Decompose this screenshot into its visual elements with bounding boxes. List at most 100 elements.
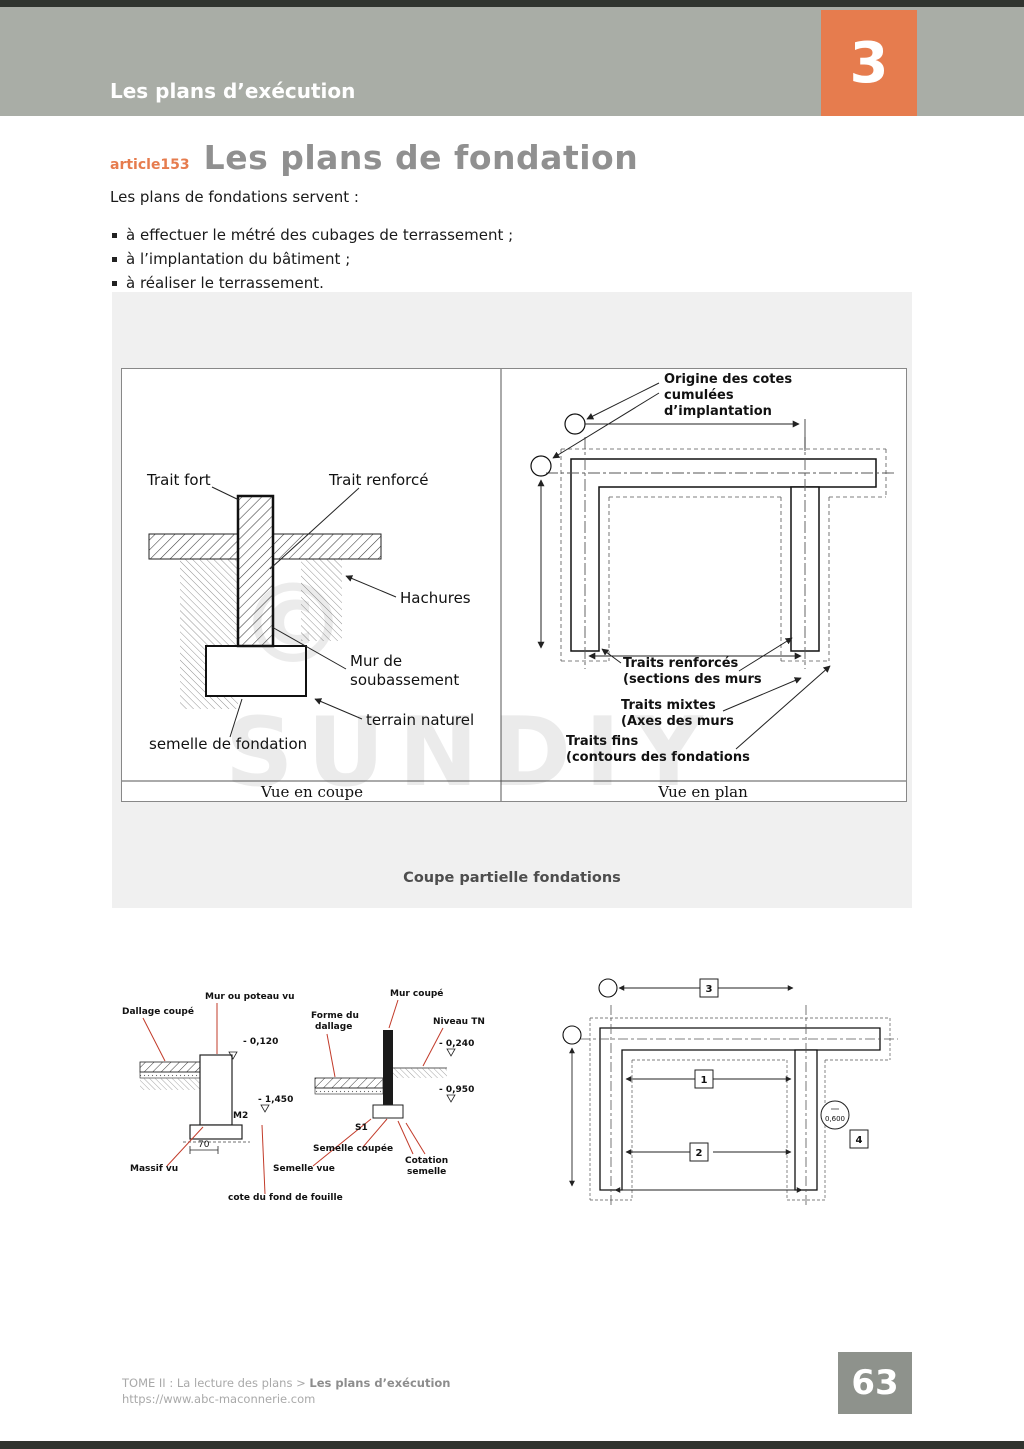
label-trait-fort: Trait fort (146, 471, 211, 489)
label-dallage-coupe: Dallage coupé (122, 1006, 194, 1017)
footer-url-link[interactable]: https://www.abc-maconnerie.com (122, 1392, 316, 1406)
label-dim70: 70 (198, 1140, 210, 1150)
label-niv-0120: - 0,120 (243, 1037, 278, 1047)
section-detail-svg: Dallage coupé Mur ou poteau vu - 0,120 M… (122, 988, 485, 1203)
ground-shape (140, 1078, 200, 1090)
semelle-coupee-shape (372, 1104, 404, 1119)
panel-title-coupe: Vue en coupe (260, 783, 363, 801)
plan2-wall-L (599, 1027, 881, 1191)
dallage-shape-2 (314, 1077, 384, 1089)
label-fond-fouille: cote du fond de fouille (228, 1193, 343, 1203)
tn-ground (393, 1068, 447, 1078)
dallage-shape (139, 1061, 201, 1073)
slab-right (272, 533, 382, 560)
intro-bullet-list: à effectuer le métré des cubages de terr… (112, 226, 513, 298)
label-trait-renforce: Trait renforcé (328, 471, 428, 489)
label-niveau-tn: Niveau TN (433, 1017, 485, 1027)
article-heading: article153 Les plans de fondation (110, 138, 638, 177)
intro-lead: Les plans de fondations servent : (110, 188, 359, 206)
plan-view-drawing: Origine des cotes cumulées d’implantatio… (530, 372, 896, 765)
label-origine-3: d’implantation (664, 404, 772, 419)
detail-semelle-drawing: Forme du dallage Mur coupé Niveau TN - 0… (273, 988, 485, 1177)
label-traits-renforces-1: Traits renforcés (623, 656, 739, 671)
level-circle (820, 1100, 850, 1130)
forme-shape-2 (314, 1087, 384, 1095)
label-traits-renforces-2: (sections des murs (623, 672, 762, 687)
label-mur-poteau: Mur ou poteau vu (205, 992, 295, 1002)
bullet-item: à l’implantation du bâtiment ; (112, 250, 513, 268)
label-traits-fins-2: (contours des fondations (566, 750, 750, 765)
label-niv-0240: - 0,240 (439, 1039, 474, 1049)
foundation-contour-lines (560, 448, 887, 662)
massif-shape (189, 1124, 243, 1140)
label-massif-vu: Massif vu (130, 1164, 178, 1174)
plan2-foundation-contours (589, 1017, 891, 1201)
page-number-badge: 63 (838, 1352, 912, 1414)
ref-box-2 (689, 1142, 709, 1162)
level-mark-1450 (260, 1104, 270, 1113)
label-mur-coupe: Mur coupé (390, 988, 443, 999)
foundation-drawing-svg: Trait fort Trait renforcé Hachures Mur d… (122, 369, 906, 801)
mur-coupe-shape (383, 1030, 393, 1105)
dimension-lines (537, 419, 806, 660)
top-border-bar (0, 0, 1024, 7)
label-origine-1: Origine des cotes (664, 372, 792, 387)
label-cotation-1: Cotation (405, 1156, 448, 1166)
poteau-shape (199, 1054, 233, 1126)
label-traits-mixtes-2: (Axes des murs (621, 714, 734, 729)
label-semelle-coupee: Semelle coupée (313, 1143, 393, 1154)
label-traits-mixtes-1: Traits mixtes (621, 698, 716, 713)
datum-circle-left (530, 455, 552, 477)
breadcrumb-current: Les plans d’exécution (309, 1376, 451, 1390)
level-mark-0240 (446, 1048, 456, 1057)
section-view-drawing: Trait fort Trait renforcé Hachures Mur d… (146, 471, 474, 753)
ref-box-1 (694, 1069, 714, 1089)
label-semelle: semelle de fondation (149, 735, 307, 753)
label-terrain-naturel: terrain naturel (366, 711, 474, 729)
figure-foundation-panel: Trait fort Trait renforcé Hachures Mur d… (112, 292, 912, 908)
ground-hatch-right (301, 559, 342, 641)
ref-box-4-label: 4 (856, 1135, 863, 1146)
bottom-border-bar (0, 1441, 1024, 1449)
ref-box-3 (699, 978, 719, 998)
label-mur-line1: Mur de (350, 652, 402, 670)
plan2-datum-circle-top (598, 978, 618, 998)
breadcrumb-prefix: TOME II : La lecture des plans > (122, 1376, 310, 1390)
figure-caption: Coupe partielle fondations (403, 870, 621, 886)
label-niv-0950: - 0,950 (439, 1085, 474, 1095)
label-mur-line2: soubassement (350, 671, 459, 689)
bullet-item: à réaliser le terrassement. (112, 274, 513, 292)
level-circle-value: 0,600 (825, 1115, 845, 1123)
article-title: Les plans de fondation (203, 138, 639, 177)
plan2-axes (580, 1005, 898, 1205)
detail-massif-drawing: Dallage coupé Mur ou poteau vu - 0,120 M… (122, 992, 343, 1203)
ref-box-4 (849, 1129, 869, 1149)
chapter-header-title: Les plans d’exécution (110, 79, 356, 103)
label-traits-fins-1: Traits fins (566, 734, 638, 749)
red-leader-lines-right (312, 999, 444, 1167)
forme-shape (139, 1071, 201, 1079)
label-origine-2: cumulées (664, 388, 734, 403)
label-forme-2: dallage (315, 1022, 352, 1032)
label-forme-1: Forme du (311, 1011, 359, 1021)
plan-label-leaders (552, 382, 831, 750)
ref-box-2-label: 2 (696, 1148, 703, 1159)
section-leader-lines (211, 486, 397, 738)
footing-shape (205, 645, 307, 697)
chapter-number-badge: 3 (821, 10, 917, 116)
panel-title-plan: Vue en plan (657, 783, 748, 801)
plan2-dimensions (569, 985, 803, 1193)
label-m2: M2 (233, 1111, 248, 1121)
ref-box-3-label: 3 (706, 984, 713, 995)
label-cotation-2: semelle (407, 1167, 446, 1177)
wall-shape (236, 494, 275, 648)
foundation-drawing-frame: Trait fort Trait renforcé Hachures Mur d… (121, 368, 907, 802)
label-s1: S1 (355, 1123, 368, 1133)
plan2-datum-circle-left (562, 1025, 582, 1045)
axis-lines (546, 437, 896, 669)
red-leader-lines-left (142, 1003, 266, 1195)
slab-left (148, 533, 239, 560)
label-hachures: Hachures (400, 589, 471, 607)
label-niv-1450: - 1,450 (258, 1095, 293, 1105)
